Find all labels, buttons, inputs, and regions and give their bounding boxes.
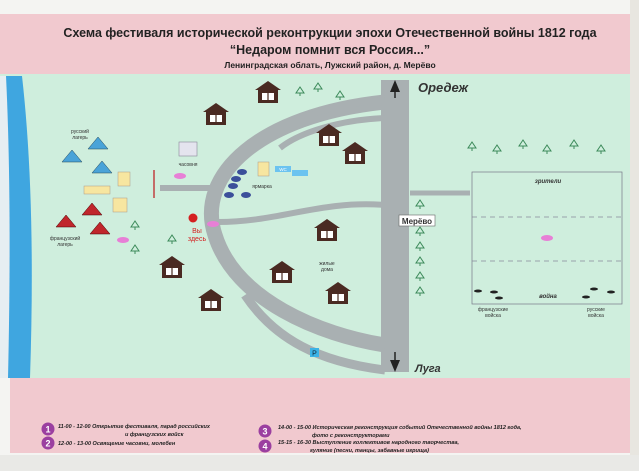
svg-text:11-00 - 12-00 Открытие фестива: 11-00 - 12-00 Открытие фестиваля, парад …: [58, 423, 211, 430]
svg-text:4: 4: [262, 442, 267, 452]
svg-text:Мерёво: Мерёво: [402, 217, 432, 226]
schedule-band: [10, 378, 630, 453]
camp-structures: [83, 161, 270, 213]
svg-text:12-00 - 13-00 Освящение часовн: 12-00 - 13-00 Освящение часовни, молебен: [58, 440, 176, 447]
svg-text:гуляние (песни, танцы, забавны: гуляние (песни, танцы, забавные игрища): [310, 447, 429, 454]
arrow-down-icon: [390, 360, 400, 372]
svg-text:15-15 - 16-30 Выступление колл: 15-15 - 16-30 Выступление коллективов на…: [278, 440, 460, 446]
spectators-label: зрители: [535, 179, 562, 185]
wc-icons: WC: [275, 166, 308, 176]
direction-north-label: Оредеж: [418, 80, 470, 95]
svg-text:фото с реконструкторами: фото с реконструкторами: [312, 432, 390, 439]
french-tent-icons: [55, 202, 111, 235]
chapel-label: часовня: [179, 162, 198, 168]
poster-location: Ленинградская облать, Лужский район, д. …: [224, 60, 435, 70]
svg-text:2: 2: [45, 439, 50, 449]
cavalry-icons: [474, 287, 615, 300]
svg-text:1: 1: [45, 425, 50, 435]
chapel-icon: [178, 141, 198, 157]
battlefield: [471, 171, 623, 305]
header-band: [0, 14, 639, 74]
poster-title: Схема фестиваля исторической реконтрукци…: [63, 26, 597, 40]
village-sign: [398, 214, 436, 227]
svg-text:14-00 - 15-00 Историческая рек: 14-00 - 15-00 Историческая реконструкция…: [278, 424, 522, 431]
war-label: война: [539, 293, 557, 300]
direction-south-label: Луга: [414, 363, 441, 375]
roads: [160, 80, 470, 375]
you-are-here-icon: [188, 213, 198, 223]
schedule-item-1: 1 11-00 - 12-00 Открытие фестиваля, пара…: [41, 422, 211, 438]
schedule-item-2: 2 12-00 - 13-00 Освящение часовни, молеб…: [41, 436, 176, 450]
svg-text:WC: WC: [279, 167, 287, 172]
arrow-up-icon: [390, 80, 400, 92]
russian-tent-icons: [61, 136, 113, 174]
schedule-legend: 1 11-00 - 12-00 Открытие фестиваля, пара…: [41, 422, 522, 454]
svg-text:и французских войск: и французских войск: [125, 431, 185, 438]
fair-label: ярмарка: [252, 184, 272, 190]
schedule-item-4: 4 15-15 - 16-30 Выступление коллективов …: [258, 439, 460, 454]
schedule-item-3: 3 14-00 - 15-00 Историческая реконструкц…: [258, 424, 522, 439]
svg-text:P: P: [312, 351, 317, 358]
parking-icon: [310, 348, 319, 357]
fair-stalls: [224, 169, 251, 198]
svg-text:3: 3: [262, 427, 267, 437]
event-markers: [117, 173, 553, 243]
poster-subtitle: “Недаром помнит вся Россия...”: [230, 43, 430, 57]
